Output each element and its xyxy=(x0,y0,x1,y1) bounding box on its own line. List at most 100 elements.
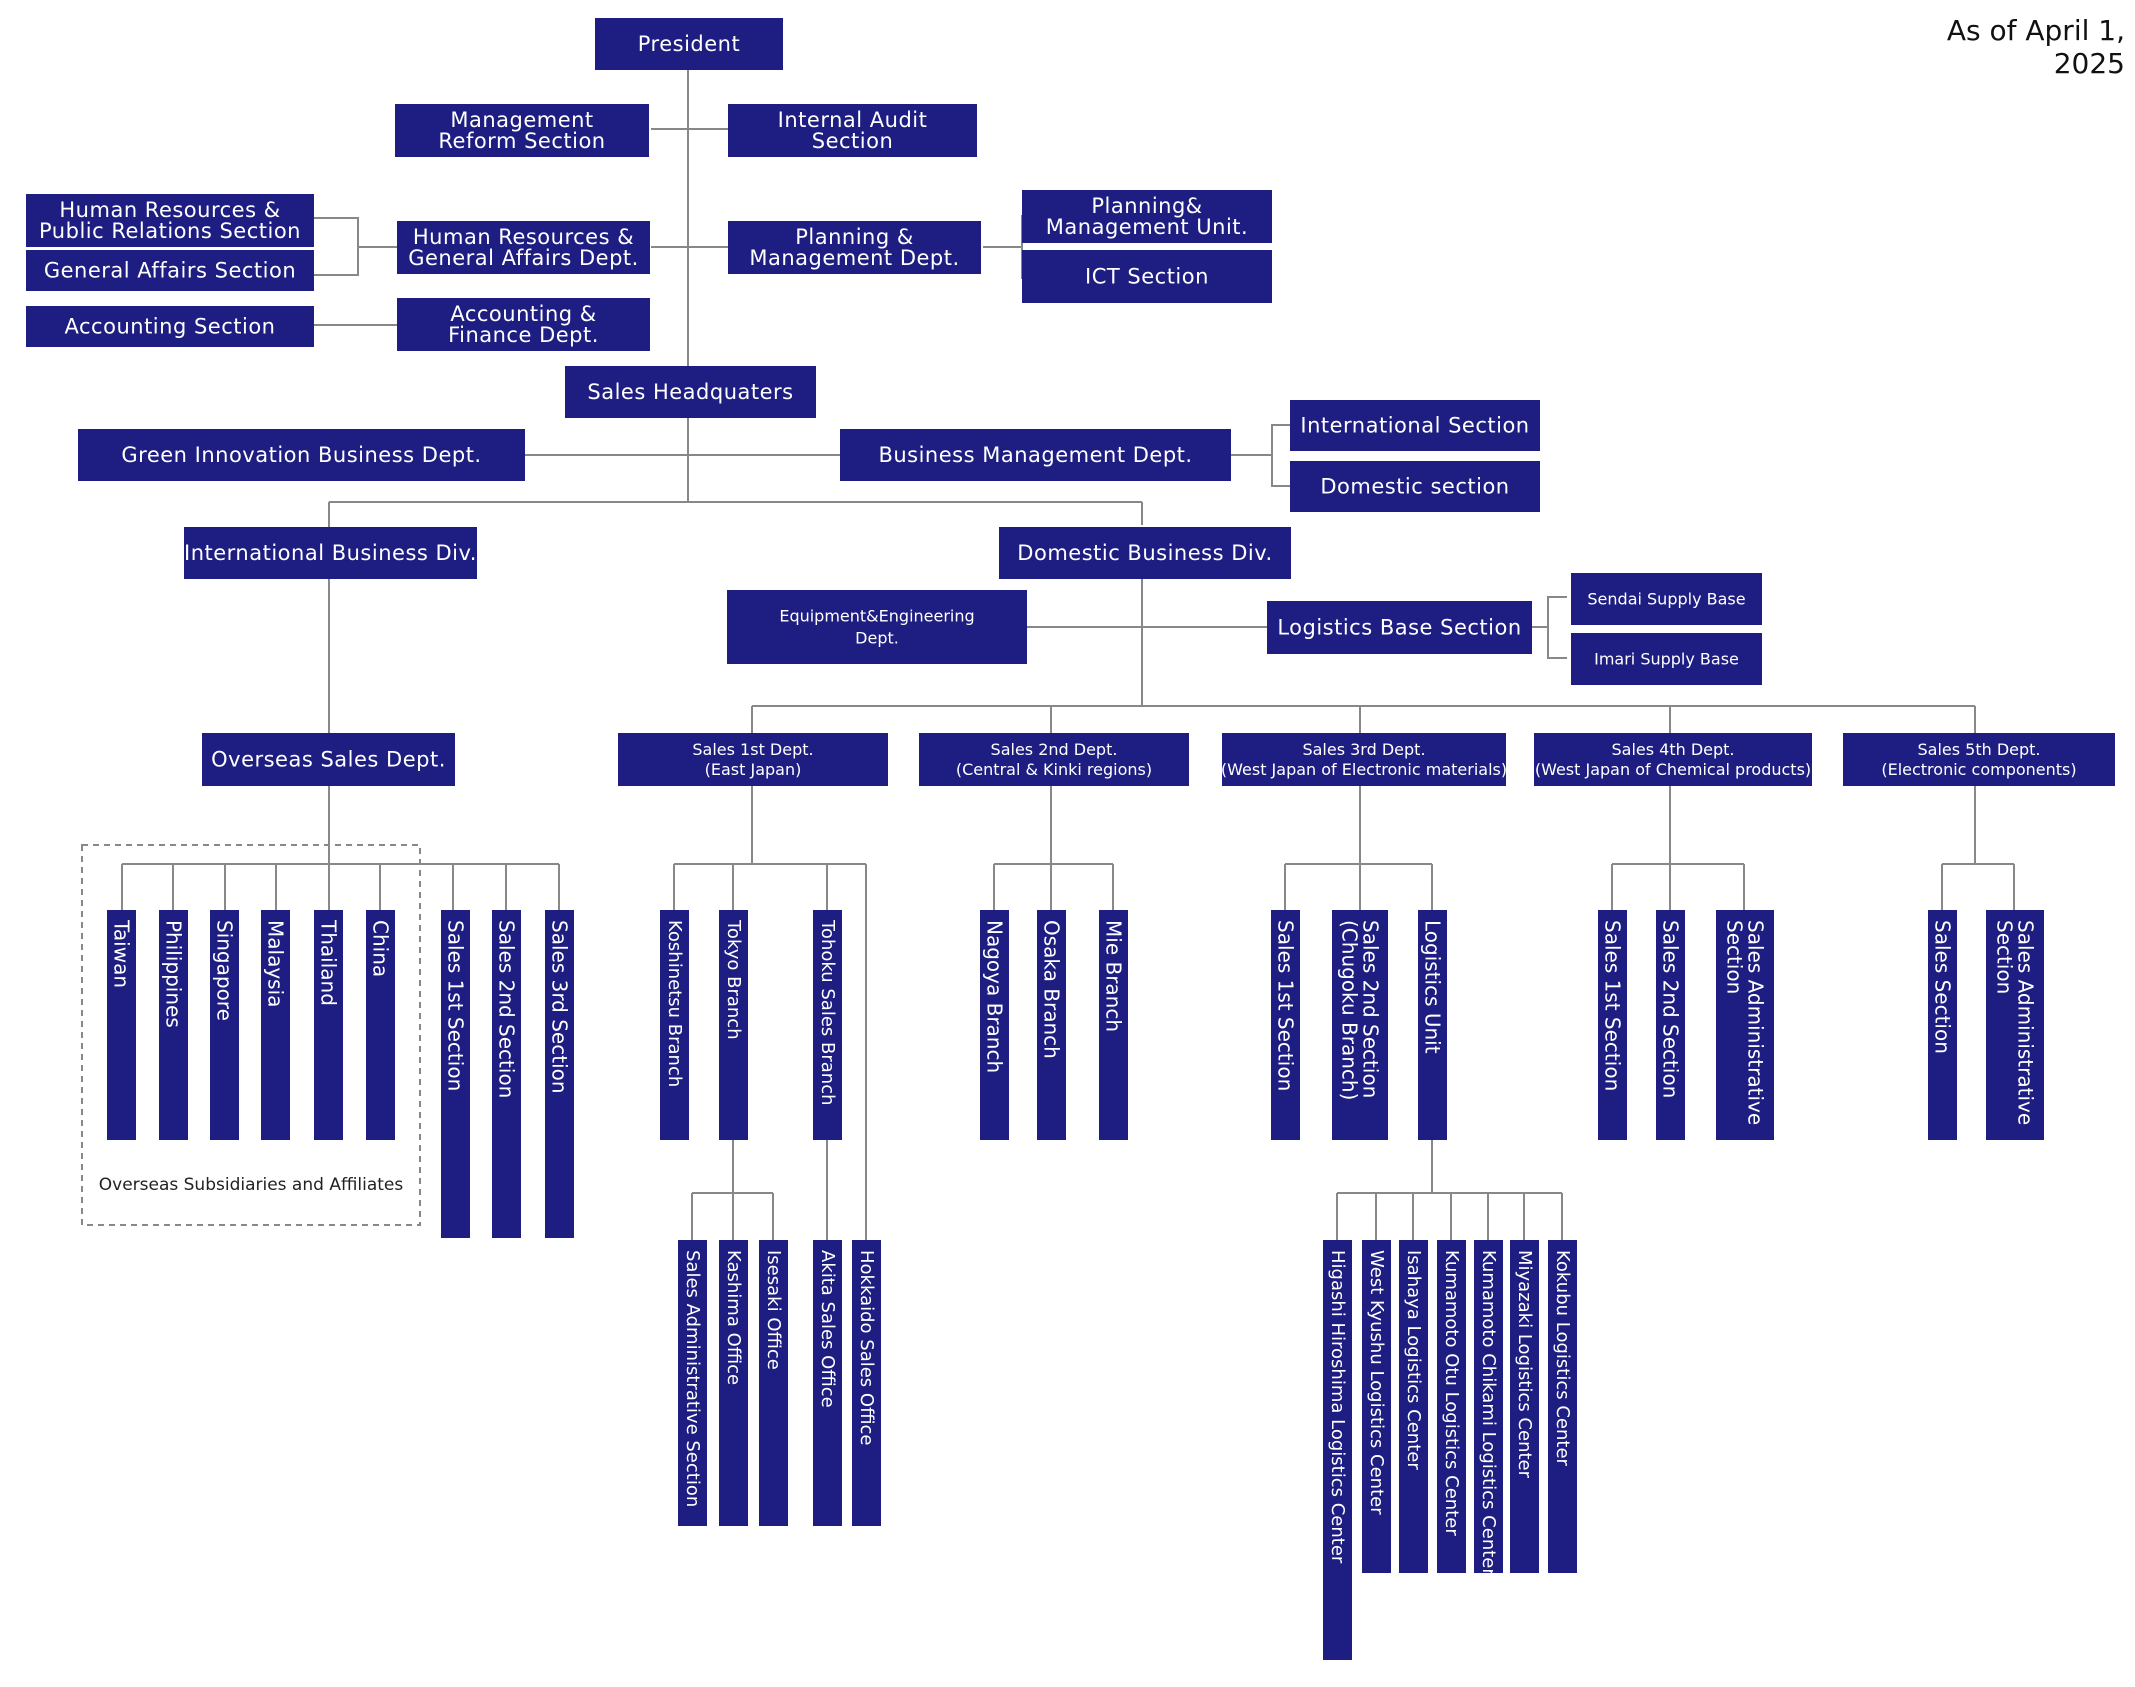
country-thailand-box: Thailand xyxy=(314,910,343,1140)
tohoku-office-1-box: Akita Sales Office xyxy=(813,1240,842,1526)
internal-audit-box-rect xyxy=(728,104,977,157)
ict-section-box-rect xyxy=(1022,250,1272,303)
sales-dept-5-box: Sales 5th Dept.(Electronic components) xyxy=(1843,733,2115,786)
management-reform-box-label: Reform Section xyxy=(438,129,605,153)
sendai-supply-box-rect xyxy=(1571,573,1762,625)
hr-ga-dept-box: Human Resources &General Affairs Dept. xyxy=(397,221,650,274)
accounting-finance-dept-box: Accounting &Finance Dept. xyxy=(397,298,650,351)
international-section-box-rect xyxy=(1290,400,1540,451)
equipment-dept-box-label: Equipment&Engineering xyxy=(779,607,974,626)
equipment-dept-box-label: Dept. xyxy=(855,629,899,648)
overseas-section-1-box-label: Sales 1st Section xyxy=(444,920,468,1091)
tokyo-office-3-box: Isesaki Office xyxy=(759,1240,788,1526)
sales5-unit-1-box-rect xyxy=(1928,910,1957,1140)
country-china-box-rect xyxy=(366,910,395,1140)
accounting-section-box-label: Accounting Section xyxy=(65,315,276,339)
sales1-unit-1-box-label: Koshinetsu Branch xyxy=(664,920,685,1087)
overseas-subsidiaries-caption: Overseas Subsidiaries and Affiliates xyxy=(99,1175,404,1195)
tokyo-office-2-box-rect xyxy=(719,1240,748,1526)
sales-dept-3-box-rect xyxy=(1222,733,1506,786)
sales-dept-2-box-rect xyxy=(919,733,1189,786)
logistics-center-5-box: Kumamoto Chikami Logistics Center xyxy=(1474,1240,1503,1576)
connector-line xyxy=(313,217,359,276)
planning-mgmt-unit-box-label: Management Unit. xyxy=(1046,215,1248,239)
logistics-center-1-box-rect xyxy=(1323,1240,1352,1660)
country-malaysia-box: Malaysia xyxy=(261,910,290,1140)
logistics-center-3-box-rect xyxy=(1399,1240,1428,1573)
tohoku-office-2-box-rect xyxy=(852,1240,881,1526)
org-boxes: Overseas Subsidiaries and Affiliates Pres… xyxy=(26,18,2115,1660)
country-singapore-box: Singapore xyxy=(210,910,239,1140)
sales3-unit-3-box-label: Logistics Unit xyxy=(1421,920,1445,1054)
country-singapore-box-rect xyxy=(210,910,239,1140)
management-reform-box-rect xyxy=(395,104,649,157)
hr-ga-dept-box-rect xyxy=(397,221,650,274)
sales4-unit-3-box-label: Sales Administrative xyxy=(1744,920,1768,1125)
tokyo-office-3-box-rect xyxy=(759,1240,788,1526)
sales3-unit-2-box-label: (Chugoku Branch) xyxy=(1338,920,1362,1100)
sales1-unit-3-box-label: Tohoku Sales Branch xyxy=(817,919,838,1106)
country-malaysia-box-rect xyxy=(261,910,290,1140)
overseas-section-2-box-rect xyxy=(492,910,521,1238)
president-box-label: President xyxy=(638,32,740,56)
overseas-section-1-box: Sales 1st Section xyxy=(441,910,470,1238)
sales-dept-3-box-label: (West Japan of Electronic materials) xyxy=(1221,760,1507,779)
sales5-unit-2-box-label: Sales Administrative xyxy=(2014,920,2038,1125)
general-affairs-section-box-rect xyxy=(26,250,314,291)
international-section-box: International Section xyxy=(1290,400,1540,451)
sales4-unit-1-box: Sales 1st Section xyxy=(1598,910,1627,1140)
sales4-unit-1-box-rect xyxy=(1598,910,1627,1140)
logistics-center-2-box-label: West Kyushu Logistics Center xyxy=(1366,1250,1387,1515)
sales-hq-box-rect xyxy=(565,366,816,418)
sales3-unit-2-box-rect xyxy=(1332,910,1388,1140)
sales5-unit-2-box-label: Section xyxy=(1993,920,2017,994)
logistics-center-4-box-rect xyxy=(1437,1240,1466,1573)
overseas-section-3-box-rect xyxy=(545,910,574,1238)
country-taiwan-box: Taiwan xyxy=(107,910,136,1140)
internal-audit-box-label: Section xyxy=(812,129,894,153)
hr-ga-dept-box-label: General Affairs Dept. xyxy=(408,246,639,270)
country-china-box-label: China xyxy=(369,920,393,977)
logistics-base-box: Logistics Base Section xyxy=(1267,601,1532,654)
management-reform-box-label: Management xyxy=(450,108,593,132)
planning-mgmt-dept-box-label: Management Dept. xyxy=(749,246,959,270)
international-div-box-rect xyxy=(184,527,477,579)
ict-section-box-label: ICT Section xyxy=(1085,265,1209,289)
planning-mgmt-dept-box-label: Planning & xyxy=(795,225,914,249)
sales5-unit-1-box: Sales Section xyxy=(1928,910,1957,1140)
logistics-center-7-box-label: Kokubu Logistics Center xyxy=(1552,1250,1573,1467)
tokyo-office-1-box-label: Sales Administrative Section xyxy=(682,1250,703,1507)
logistics-center-4-box-label: Kumamoto Otu Logistics Center xyxy=(1441,1250,1462,1536)
imari-supply-box-label: Imari Supply Base xyxy=(1594,650,1739,669)
connector-lines xyxy=(121,51,2015,1240)
logistics-center-7-box-rect xyxy=(1548,1240,1577,1573)
sales2-unit-3-box: Mie Branch xyxy=(1099,910,1128,1140)
sales3-unit-1-box-label: Sales 1st Section xyxy=(1274,920,1298,1091)
sales-dept-2-box-label: (Central & Kinki regions) xyxy=(956,760,1152,779)
sales-hq-box: Sales Headquaters xyxy=(565,366,816,418)
sales2-unit-2-box-rect xyxy=(1037,910,1066,1140)
connector-line xyxy=(1271,424,1290,487)
sales-dept-3-box-label: Sales 3rd Dept. xyxy=(1302,740,1425,759)
overseas-subsidiaries-frame xyxy=(81,844,421,1226)
country-philippines-box-rect xyxy=(159,910,188,1140)
sales-dept-2-box-label: Sales 2nd Dept. xyxy=(991,740,1118,759)
sales-dept-1-box-label: Sales 1st Dept. xyxy=(692,740,813,759)
sales1-unit-1-box: Koshinetsu Branch xyxy=(660,910,689,1140)
sales5-unit-1-box-label: Sales Section xyxy=(1931,920,1955,1054)
sales5-unit-2-box-rect xyxy=(1986,910,2044,1140)
sales4-unit-2-box: Sales 2nd Section xyxy=(1656,910,1685,1140)
country-thailand-box-label: Thailand xyxy=(317,919,341,1006)
accounting-finance-dept-box-label: Accounting & xyxy=(450,302,596,326)
sales-dept-2-box: Sales 2nd Dept.(Central & Kinki regions) xyxy=(919,733,1189,786)
logistics-center-1-box: Higashi Hiroshima Logistics Center xyxy=(1323,1240,1352,1660)
green-innovation-box-rect xyxy=(78,429,525,481)
country-singapore-box-label: Singapore xyxy=(213,920,237,1021)
overseas-section-2-box-label: Sales 2nd Section xyxy=(495,920,519,1098)
